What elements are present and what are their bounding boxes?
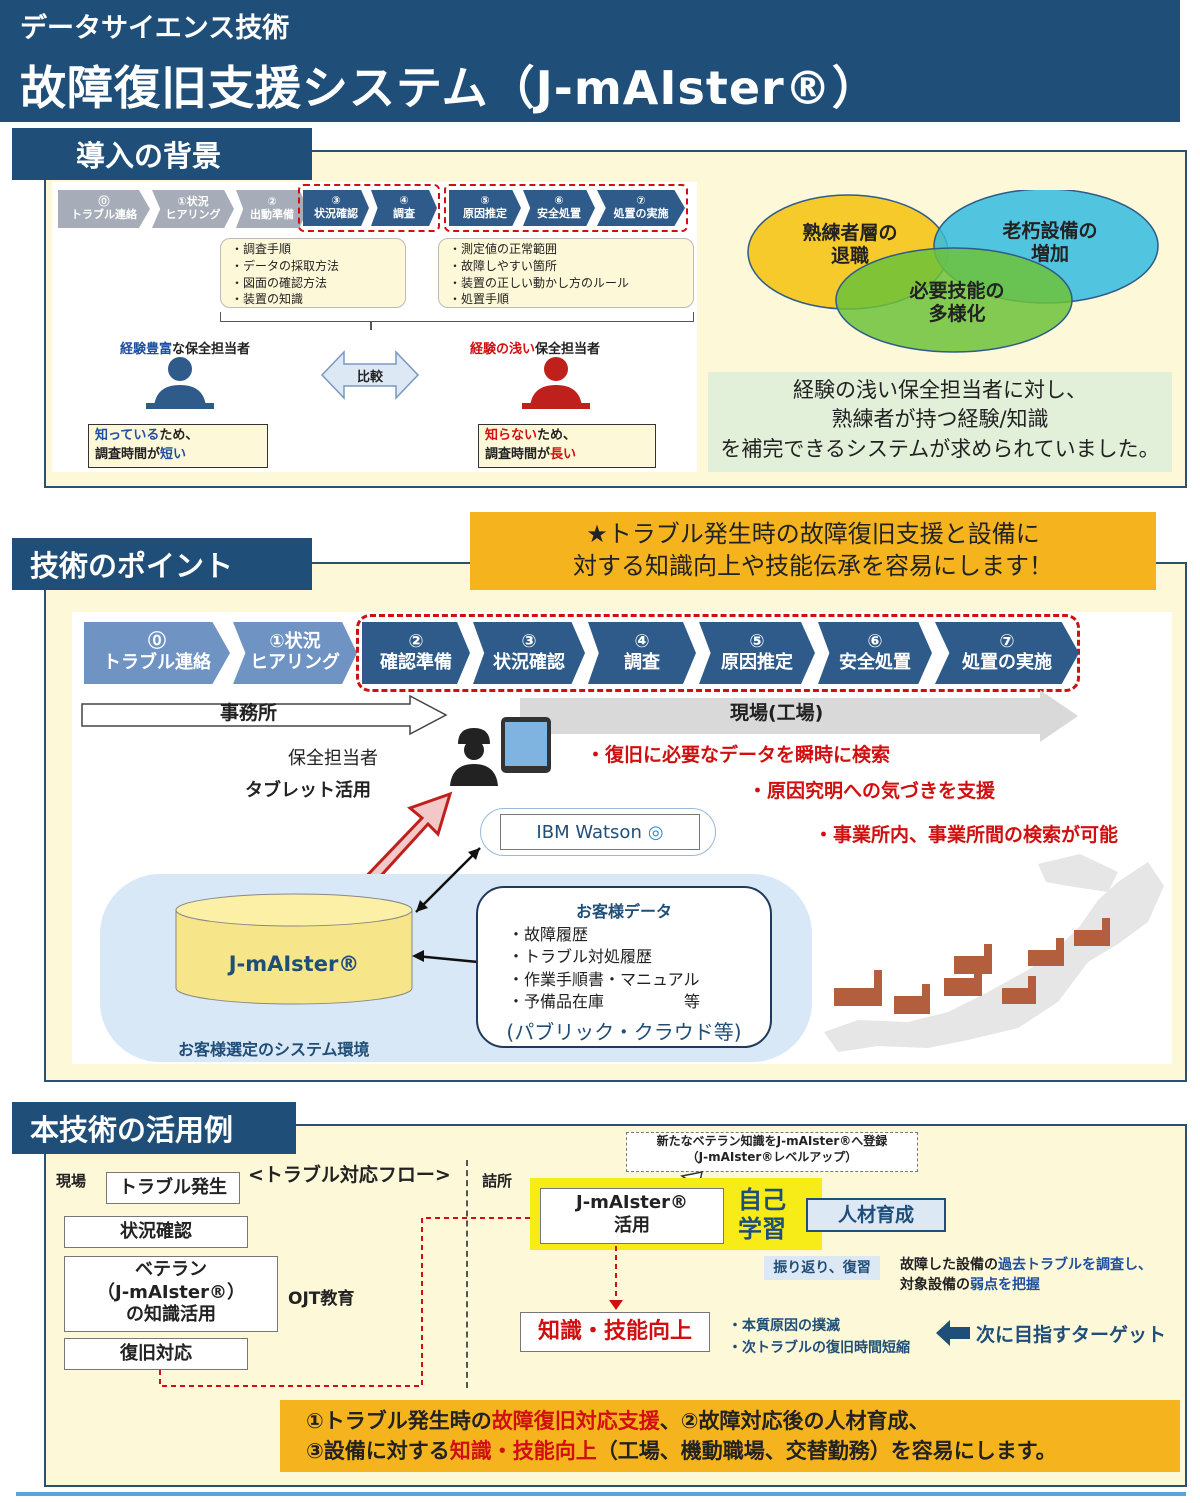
- benefit-3: ・事業所内、事業所間の検索が可能: [814, 824, 1119, 846]
- knowledge-list-right: ・測定値の正常範囲・故障しやすい箇所・装置の正しい動かし方のルール・処置手順: [438, 238, 694, 308]
- points-banner: ★トラブル発生時の故障復旧支援と設備に 対する知識向上や技能伝承を容易にします！: [470, 512, 1156, 590]
- subtitle: データサイエンス技術: [20, 13, 290, 44]
- section-tag-background: 導入の背景: [12, 128, 312, 180]
- watson-logo-icon: ◎: [647, 821, 664, 843]
- customer-data-box: [476, 886, 772, 1048]
- left-arrow-icon: [936, 1320, 970, 1346]
- experienced-title: 経験豊富な保全担当者: [120, 342, 251, 357]
- investigate-text: 故障した設備の過去トラブルを調査し、対象設備の弱点を把握: [900, 1257, 1152, 1293]
- self-learning: 自己 学習: [738, 1186, 786, 1243]
- data-arrow-icon: [412, 950, 479, 964]
- flow-label: <トラブル対応フロー>: [248, 1164, 451, 1186]
- field-arrow-icon: [520, 690, 1078, 742]
- tablet-icon: [501, 717, 551, 773]
- venn-diverse: 必要技能の 多様化: [909, 280, 1005, 325]
- database-icon: [175, 893, 413, 1005]
- compare-arrow-icon: [320, 350, 420, 400]
- worker-label: 保全担当者: [288, 748, 378, 769]
- bracket: [220, 312, 694, 322]
- flow-check: 状況確認: [64, 1216, 248, 1248]
- compare-label: 比較: [356, 370, 383, 385]
- down-arrow-icon: [609, 1246, 623, 1310]
- flow-trouble: トラブル発生: [106, 1172, 240, 1204]
- benefit-2: ・原因究明への気づきを支援: [748, 780, 996, 802]
- knowledge-list-left: ・調査手順・データの採取方法・図面の確認方法・装置の知識: [220, 238, 406, 308]
- customer-data-title: お客様データ: [575, 902, 672, 921]
- footer-rule: [16, 1492, 1186, 1496]
- watson-box: IBM Watson◎: [500, 814, 700, 850]
- summary-box: ①トラブル発生時の故障復旧対応支援、②故障対応後の人材育成、 ③設備に対する知識…: [280, 1400, 1180, 1472]
- person-red-icon: [522, 357, 590, 409]
- venn-diagram: [747, 190, 1159, 353]
- japan-map-icon: [824, 854, 1164, 1052]
- knowledge-bullets: ・本質原因の撲滅・次トラブルの復旧時間短縮: [728, 1318, 910, 1356]
- flow-veteran: ベテラン （J-mAIster®） の知識活用: [64, 1256, 278, 1332]
- dashed-group-right: [444, 184, 688, 232]
- customer-data-list: ・故障履歴・トラブル対処履歴・作業手順書・マニュアル・予備品在庫 等: [508, 925, 701, 1012]
- venn-retire: 熟練者層の 退職: [802, 222, 898, 267]
- worker-icon: [450, 728, 498, 786]
- section-tag-usage: 本技術の活用例: [12, 1102, 296, 1154]
- page-title: 故障復旧支援システム（J-mAIster®）: [20, 61, 879, 115]
- ojt-label: OJT教育: [288, 1289, 355, 1309]
- benefit-1: ・復旧に必要なデータを瞬時に検索: [586, 744, 891, 766]
- flow-recover: 復旧対応: [64, 1338, 248, 1370]
- field-col-label: 現場: [56, 1172, 87, 1190]
- cloud-label: (パブリック・クラウド等): [506, 1020, 742, 1044]
- knowledge-box: 知識・技能向上: [520, 1312, 710, 1352]
- office-col-label: 詰所: [482, 1172, 513, 1190]
- field-label: 現場(工場): [730, 702, 824, 724]
- divider: [466, 1160, 468, 1388]
- venn-aging: 老朽設備の 増加: [1002, 220, 1098, 265]
- env-label: お客様選定のシステム環境: [178, 1040, 370, 1059]
- tablet-label: タブレット活用: [245, 780, 371, 801]
- inexperienced-title: 経験の浅い保全担当者: [470, 342, 601, 357]
- person-blue-icon: [146, 357, 214, 409]
- bracket-tick: [370, 322, 372, 330]
- red-flow-line: [159, 1217, 540, 1387]
- experienced-box: 知っているため、調査時間が短い: [88, 424, 268, 468]
- background-note: 経験の浅い保全担当者に対し、 熟練者が持つ経験/知識 を補完できるシステムが求め…: [708, 372, 1172, 472]
- office-arrow-icon: [81, 694, 448, 736]
- review-label: 振り返り、復習: [764, 1256, 880, 1280]
- title-banner: データサイエンス技術 故障復旧支援システム（J-mAIster®）: [0, 0, 1180, 122]
- register-note: 新たなベテラン知識をJ-mAIster®へ登録 （J-mAIster®レベルアッ…: [626, 1132, 918, 1172]
- step-1: ①状況ヒアリング: [152, 190, 234, 228]
- hr-box: 人材育成: [806, 1198, 946, 1232]
- section-tag-points: 技術のポイント: [12, 538, 312, 590]
- dashed-group-left: [298, 184, 440, 232]
- use-box: J-mAIster® 活用: [540, 1188, 724, 1244]
- sync-arrow-icon: [415, 847, 481, 913]
- system-label: J-mAIster®: [228, 952, 360, 976]
- step-large-1: ①状況ヒアリング: [233, 622, 357, 684]
- office-label: 事務所: [220, 702, 278, 724]
- inexperienced-box: 知らないため、調査時間が長い: [478, 424, 656, 468]
- target-label: 次に目指すターゲット: [976, 1324, 1167, 1346]
